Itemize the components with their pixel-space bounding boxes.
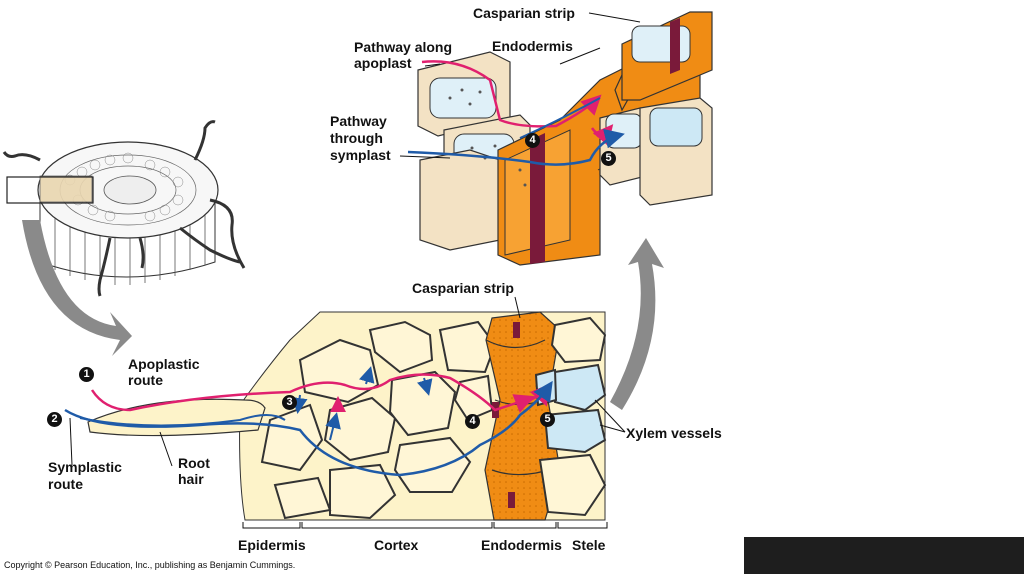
symplastic-route-label-1: Symplastic bbox=[48, 459, 122, 475]
pathway-symplast-label-1: Pathway bbox=[330, 113, 387, 129]
endodermis-3d-block bbox=[407, 11, 713, 266]
pathway-symplast-label-2: through bbox=[330, 130, 383, 146]
stele-label: Stele bbox=[572, 537, 606, 553]
apoplastic-route-label-1: Apoplastic bbox=[128, 356, 200, 372]
copyright-notice: Copyright © Pearson Education, Inc., pub… bbox=[4, 560, 296, 570]
marker-3: 3 bbox=[282, 395, 297, 410]
apoplastic-route-label-2: route bbox=[128, 372, 163, 388]
marker-2: 2 bbox=[47, 412, 62, 427]
cortex-label: Cortex bbox=[374, 537, 419, 553]
pathway-symplast-label-3: symplast bbox=[330, 147, 391, 163]
root-tissue-section bbox=[64, 311, 607, 521]
marker-4-top: 4 bbox=[525, 133, 540, 148]
root-cross-section bbox=[2, 120, 246, 297]
epidermis-label: Epidermis bbox=[238, 537, 306, 553]
symplastic-route-label-2: route bbox=[48, 476, 83, 492]
casparian-strip-label-bottom: Casparian strip bbox=[412, 280, 514, 296]
root-hair-label-1: Root bbox=[178, 455, 210, 471]
pathway-apoplast-label-1: Pathway along bbox=[354, 39, 453, 55]
casparian-strip-label-top: Casparian strip bbox=[473, 5, 575, 21]
endodermis-label-top: Endodermis bbox=[492, 38, 573, 54]
marker-5-top: 5 bbox=[601, 151, 616, 166]
black-corner-box bbox=[744, 537, 1024, 574]
pathway-apoplast-label-2: apoplast bbox=[354, 55, 412, 71]
marker-4-bottom: 4 bbox=[465, 414, 480, 429]
marker-1: 1 bbox=[79, 367, 94, 382]
xylem-vessels-label: Xylem vessels bbox=[626, 425, 722, 441]
zoom-arrow-left bbox=[22, 220, 132, 356]
root-hair-label-2: hair bbox=[178, 471, 204, 487]
endodermis-label-bottom: Endodermis bbox=[481, 537, 562, 553]
marker-5-bottom: 5 bbox=[540, 412, 555, 427]
zoom-arrow-right bbox=[610, 238, 664, 410]
